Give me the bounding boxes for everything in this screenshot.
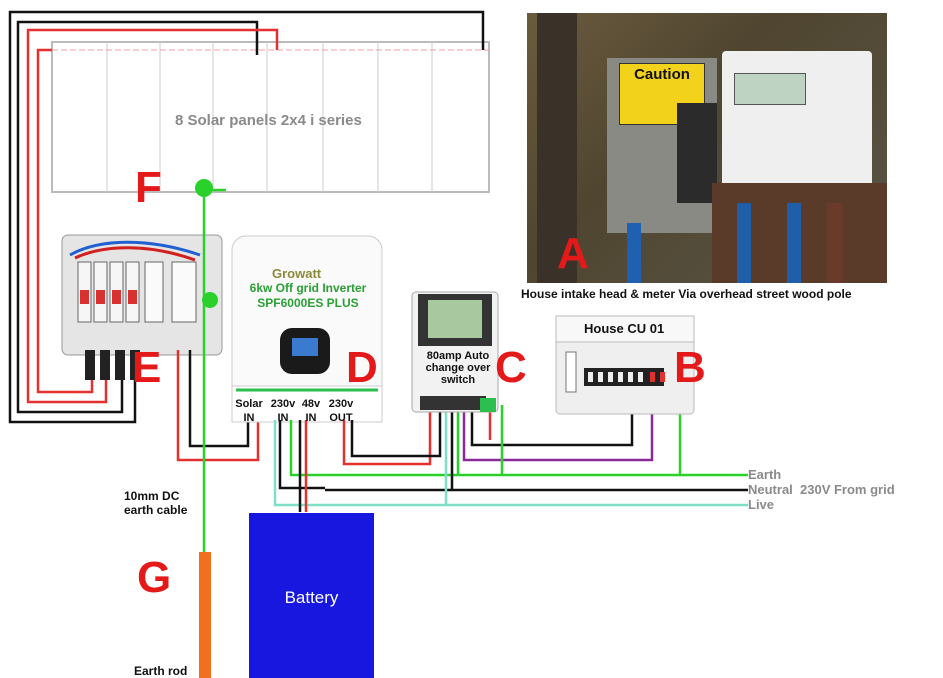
letter-b: B	[674, 343, 706, 392]
inverter-brand: Growatt	[272, 266, 322, 281]
pv-wiring	[8, 10, 485, 424]
earth-junction-top	[195, 179, 213, 197]
consumer-unit-label: House CU 01	[584, 321, 665, 336]
ac-wiring	[273, 395, 748, 512]
earth-junction-combiner	[202, 292, 218, 308]
port-48v-in: 48v IN	[301, 398, 321, 424]
battery	[249, 513, 374, 678]
earth-rod-label: Earth rod	[134, 664, 188, 678]
grid-earth-label: Earth	[748, 467, 782, 482]
solar-array	[51, 41, 490, 193]
solar-panels-label: 8 Solar panels 2x4 i series	[175, 112, 362, 129]
letter-f: F	[135, 163, 162, 212]
switch-label: 80amp Auto change over switch	[425, 350, 491, 386]
letter-d: D	[346, 343, 378, 392]
earth-rod	[199, 552, 211, 678]
caution-sign: Caution	[619, 63, 705, 125]
letter-a: A	[557, 229, 589, 278]
port-230v-in: 230v IN	[270, 398, 296, 424]
electricity-meter	[722, 51, 872, 206]
changeover-switch	[411, 291, 499, 413]
port-230v-out: 230v OUT	[328, 398, 354, 424]
inverter	[231, 235, 383, 423]
grid-live-label: Live	[748, 497, 775, 512]
consumer-unit	[555, 315, 695, 415]
inverter-model: SPF6000ES PLUS	[257, 296, 359, 310]
battery-label: Battery	[284, 588, 339, 607]
letter-g: G	[137, 553, 172, 602]
inverter-title: 6kw Off grid Inverter	[249, 281, 367, 295]
solar-input-wiring	[176, 350, 260, 462]
letter-e: E	[132, 343, 162, 392]
grid-neutral-label: Neutral 230V From grid	[748, 482, 895, 497]
port-solar-in: Solar IN	[235, 398, 263, 424]
letter-c: C	[495, 343, 527, 392]
intake-label: House intake head & meter Via overhead s…	[521, 287, 852, 301]
intake-photo: Caution	[527, 13, 887, 283]
earth-cable-label: 10mm DC earth cable	[124, 489, 188, 517]
combiner-box	[61, 234, 223, 380]
